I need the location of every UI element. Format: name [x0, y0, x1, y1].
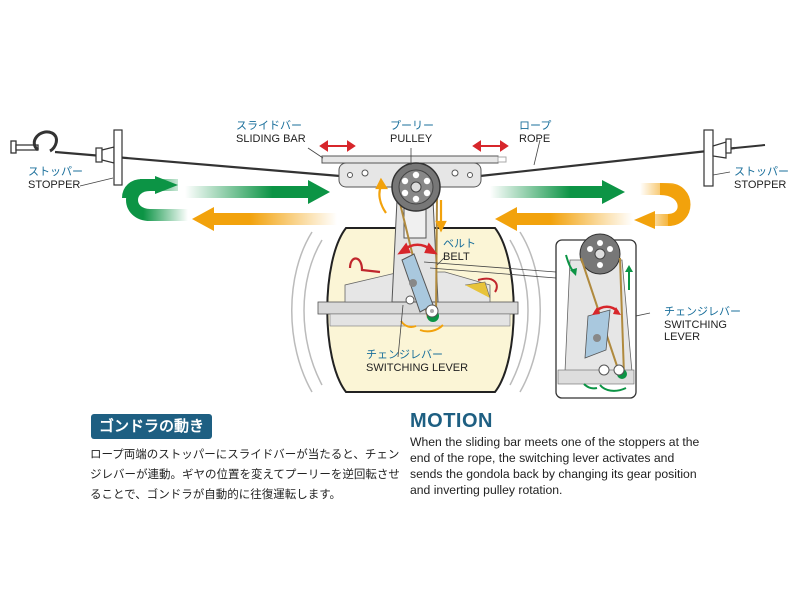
motion-arrow-green-right: [185, 180, 330, 204]
belt-label-en: BELT: [443, 250, 470, 263]
pulley-rotation-arrows: [375, 177, 447, 233]
belt-label-jp: ベルト: [443, 237, 476, 250]
hook-icon: [10, 130, 58, 154]
switching-lever-inset-label-jp: チェンジレバー: [664, 305, 741, 318]
motion-arrow-green-right-2: [490, 180, 625, 204]
rope-label: ロープ ROPE: [519, 119, 552, 145]
stopper-right-label-jp: ストッパー: [734, 165, 789, 178]
belt-label: ベルト BELT: [443, 237, 476, 263]
stopper-left-label-jp: ストッパー: [28, 165, 83, 178]
switching-lever-inset-label-en1: SWITCHING: [664, 318, 727, 331]
rope-label-jp: ロープ: [519, 119, 552, 132]
switching-lever-main-label-jp: チェンジレバー: [366, 348, 443, 361]
slide-arrow-right-icon: [472, 140, 509, 152]
gear-rotation-arrows: [400, 320, 444, 333]
lever-swing-arrow-icon: [397, 242, 438, 255]
motion-arrow-orange-left-2: [495, 207, 633, 231]
switching-lever-main-label: チェンジレバー SWITCHING LEVER: [366, 348, 469, 374]
switching-lever-main-label-en: SWITCHING LEVER: [366, 361, 469, 374]
rope-label-en: ROPE: [519, 132, 551, 145]
switching-lever-inset-label-en2: LEVER: [664, 331, 701, 344]
stopper-right-label-en: STOPPER: [734, 178, 787, 191]
pulley-label-en: PULLEY: [390, 132, 433, 145]
gear-icon: [425, 304, 439, 322]
stopper-left-label: ストッパー STOPPER: [28, 165, 83, 191]
en-section-body: When the sliding bar meets one of the st…: [410, 435, 700, 497]
sway-lines: [291, 231, 541, 393]
pulley-label: プーリー PULLEY: [390, 119, 434, 145]
stopper-right: [703, 129, 732, 187]
pulley-label-jp: プーリー: [390, 119, 434, 132]
stopper-left-label-en: STOPPER: [28, 178, 81, 191]
inset-detail: [555, 233, 637, 399]
motion-arrow-orange-left: [192, 207, 337, 231]
jp-section-title: ゴンドラの動き: [91, 414, 213, 439]
slide-arrow-left-icon: [319, 140, 356, 152]
sliding-bar-label: スライドバー SLIDING BAR: [236, 119, 306, 145]
stopper-left: [95, 129, 123, 186]
jp-section-body: ロープ両端のストッパーにスライドバーが当たると、チェンジレバーが連動。ギヤの位置…: [90, 447, 400, 501]
switching-lever-inset-label: チェンジレバー SWITCHING LEVER: [664, 305, 741, 344]
sliding-bar-label-jp: スライドバー: [236, 119, 302, 132]
motion-arrow-orange-uturn: [634, 183, 691, 229]
sliding-bar-label-en: SLIDING BAR: [236, 132, 306, 145]
pulley: [391, 162, 441, 212]
motion-arrow-green-left: [122, 176, 188, 221]
leader-lines: [79, 139, 731, 358]
en-section-title: MOTION: [410, 410, 493, 432]
stopper-right-label: ストッパー STOPPER: [734, 165, 789, 191]
